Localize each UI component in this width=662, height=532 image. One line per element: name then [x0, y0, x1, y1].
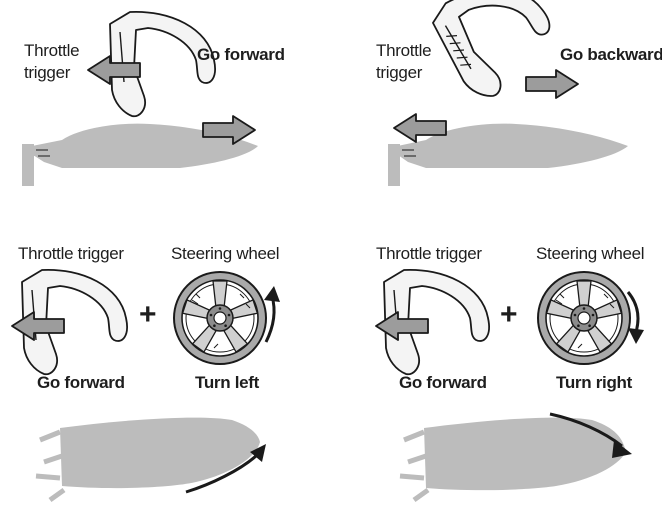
throttle-trigger-label: trigger: [376, 63, 423, 82]
boat-side-backward: [388, 123, 628, 186]
arrow-right-icon: [525, 69, 579, 99]
throttle-trigger-label: Throttle trigger: [18, 244, 124, 263]
action-label-go-backward: Go backward: [560, 45, 662, 64]
steering-wheel-left: [173, 271, 267, 365]
action-label-go-forward: Go forward: [197, 45, 285, 64]
boat-side-forward: [22, 123, 258, 186]
steering-wheel-label: Steering wheel: [171, 244, 280, 263]
throttle-trigger-backward: [426, 0, 569, 107]
plus-sign: +: [139, 298, 157, 331]
steering-wheel-label: Steering wheel: [536, 244, 645, 263]
plus-sign: +: [500, 298, 518, 331]
turn-arrow-right-icon: [549, 412, 632, 458]
turn-arrow-left-icon: [185, 444, 266, 494]
turn-label-right: Turn right: [556, 373, 632, 392]
throttle-trigger-label: Throttle: [24, 41, 80, 60]
rotate-clockwise-icon: [626, 291, 644, 344]
turn-label-left: Turn left: [195, 373, 260, 392]
action-label-go-forward: Go forward: [37, 373, 125, 392]
boat-top-right: [399, 417, 626, 503]
action-label-go-forward: Go forward: [399, 373, 487, 392]
throttle-trigger-label: trigger: [24, 63, 71, 82]
rotate-counterclockwise-icon: [264, 286, 280, 343]
throttle-trigger-label: Throttle: [376, 41, 432, 60]
steering-wheel-right: [537, 271, 631, 365]
boat-top-left: [35, 417, 260, 503]
throttle-trigger-label: Throttle trigger: [376, 244, 482, 263]
